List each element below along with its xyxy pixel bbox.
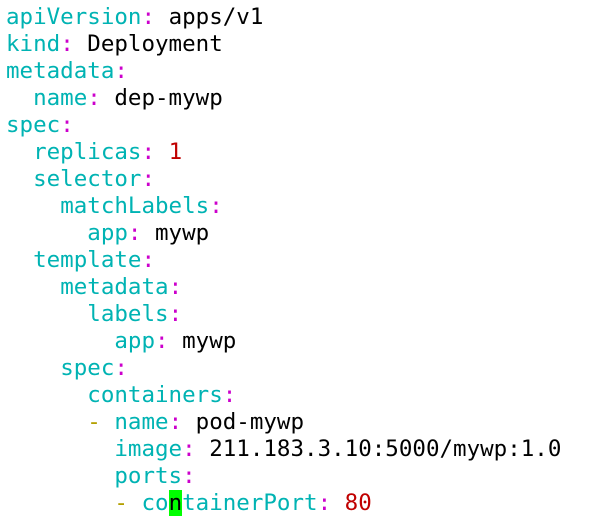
code-line[interactable]: metadata: bbox=[6, 58, 595, 85]
line-indent bbox=[6, 85, 33, 111]
code-line[interactable]: spec: bbox=[6, 355, 595, 382]
yaml-colon: : bbox=[168, 301, 183, 327]
yaml-key: image bbox=[114, 436, 183, 462]
yaml-key: selector bbox=[33, 166, 142, 192]
yaml-colon: : bbox=[114, 355, 128, 381]
yaml-colon: : bbox=[209, 193, 223, 219]
line-indent bbox=[6, 193, 60, 219]
line-indent bbox=[6, 166, 33, 192]
line-indent bbox=[6, 139, 33, 165]
line-indent bbox=[6, 355, 60, 381]
yaml-value: Deployment bbox=[87, 31, 223, 57]
yaml-value: 80 bbox=[344, 490, 372, 516]
code-line[interactable]: kind: Deployment bbox=[6, 31, 595, 58]
yaml-key: containerPort bbox=[141, 490, 318, 516]
yaml-key: spec bbox=[60, 355, 115, 381]
yaml-colon: : bbox=[60, 112, 74, 138]
code-line[interactable]: containers: bbox=[6, 382, 595, 409]
yaml-colon: : bbox=[141, 166, 156, 192]
yaml-colon: : bbox=[141, 4, 156, 30]
code-line[interactable]: spec: bbox=[6, 112, 595, 139]
line-indent bbox=[6, 301, 87, 327]
line-indent bbox=[6, 382, 87, 408]
yaml-value: mywp bbox=[182, 328, 237, 354]
yaml-colon: : bbox=[114, 58, 128, 84]
list-dash: - bbox=[114, 490, 142, 516]
yaml-key: spec bbox=[6, 112, 61, 138]
yaml-key: name bbox=[33, 85, 88, 111]
yaml-key: template bbox=[33, 247, 142, 273]
code-line[interactable]: replicas: 1 bbox=[6, 139, 595, 166]
yaml-colon: : bbox=[141, 139, 156, 165]
yaml-value: apps/v1 bbox=[168, 4, 264, 30]
line-indent bbox=[6, 436, 114, 462]
yaml-key: metadata bbox=[6, 58, 115, 84]
yaml-colon: : bbox=[87, 85, 101, 111]
code-line[interactable]: apiVersion: apps/v1 bbox=[6, 4, 595, 31]
code-line[interactable]: app: mywp bbox=[6, 328, 595, 355]
text-cursor: n bbox=[168, 490, 183, 516]
yaml-key: ports bbox=[114, 463, 183, 489]
yaml-colon: : bbox=[127, 220, 142, 246]
yaml-value: mywp bbox=[155, 220, 210, 246]
list-dash: - bbox=[87, 409, 115, 435]
line-indent bbox=[6, 220, 87, 246]
yaml-colon: : bbox=[155, 328, 169, 354]
yaml-key: matchLabels bbox=[60, 193, 210, 219]
code-line[interactable]: template: bbox=[6, 247, 595, 274]
code-line[interactable]: ports: bbox=[6, 463, 595, 490]
code-line[interactable]: metadata: bbox=[6, 274, 595, 301]
yaml-key: name bbox=[114, 409, 169, 435]
code-line[interactable]: labels: bbox=[6, 301, 595, 328]
yaml-colon: : bbox=[168, 274, 183, 300]
yaml-colon: : bbox=[168, 409, 183, 435]
code-line[interactable]: matchLabels: bbox=[6, 193, 595, 220]
code-line[interactable]: selector: bbox=[6, 166, 595, 193]
yaml-key: labels bbox=[87, 301, 169, 327]
yaml-key: apiVersion bbox=[6, 4, 142, 30]
line-indent bbox=[6, 328, 114, 354]
yaml-key: app bbox=[114, 328, 156, 354]
yaml-value: 211.183.3.10:5000/mywp:1.0 bbox=[209, 436, 562, 462]
line-indent bbox=[6, 247, 33, 273]
code-line[interactable]: image: 211.183.3.10:5000/mywp:1.0 bbox=[6, 436, 595, 463]
line-indent bbox=[6, 409, 87, 435]
code-line[interactable]: - containerPort: 80 bbox=[6, 490, 595, 517]
code-line[interactable]: app: mywp bbox=[6, 220, 595, 247]
line-indent bbox=[6, 274, 60, 300]
code-line[interactable]: name: dep-mywp bbox=[6, 85, 595, 112]
line-indent bbox=[6, 490, 114, 516]
yaml-value: dep-mywp bbox=[114, 85, 223, 111]
yaml-colon: : bbox=[182, 436, 196, 462]
code-line[interactable]: - name: pod-mywp bbox=[6, 409, 595, 436]
yaml-colon: : bbox=[317, 490, 332, 516]
line-indent bbox=[6, 463, 114, 489]
yaml-key: metadata bbox=[60, 274, 169, 300]
yaml-key: containers bbox=[87, 382, 223, 408]
yaml-colon: : bbox=[222, 382, 237, 408]
yaml-colon: : bbox=[60, 31, 74, 57]
yaml-key: app bbox=[87, 220, 128, 246]
yaml-colon: : bbox=[182, 463, 196, 489]
yaml-key: replicas bbox=[33, 139, 142, 165]
yaml-key: kind bbox=[6, 31, 61, 57]
yaml-colon: : bbox=[141, 247, 156, 273]
yaml-value: 1 bbox=[168, 139, 183, 165]
yaml-value: pod-mywp bbox=[195, 409, 305, 435]
